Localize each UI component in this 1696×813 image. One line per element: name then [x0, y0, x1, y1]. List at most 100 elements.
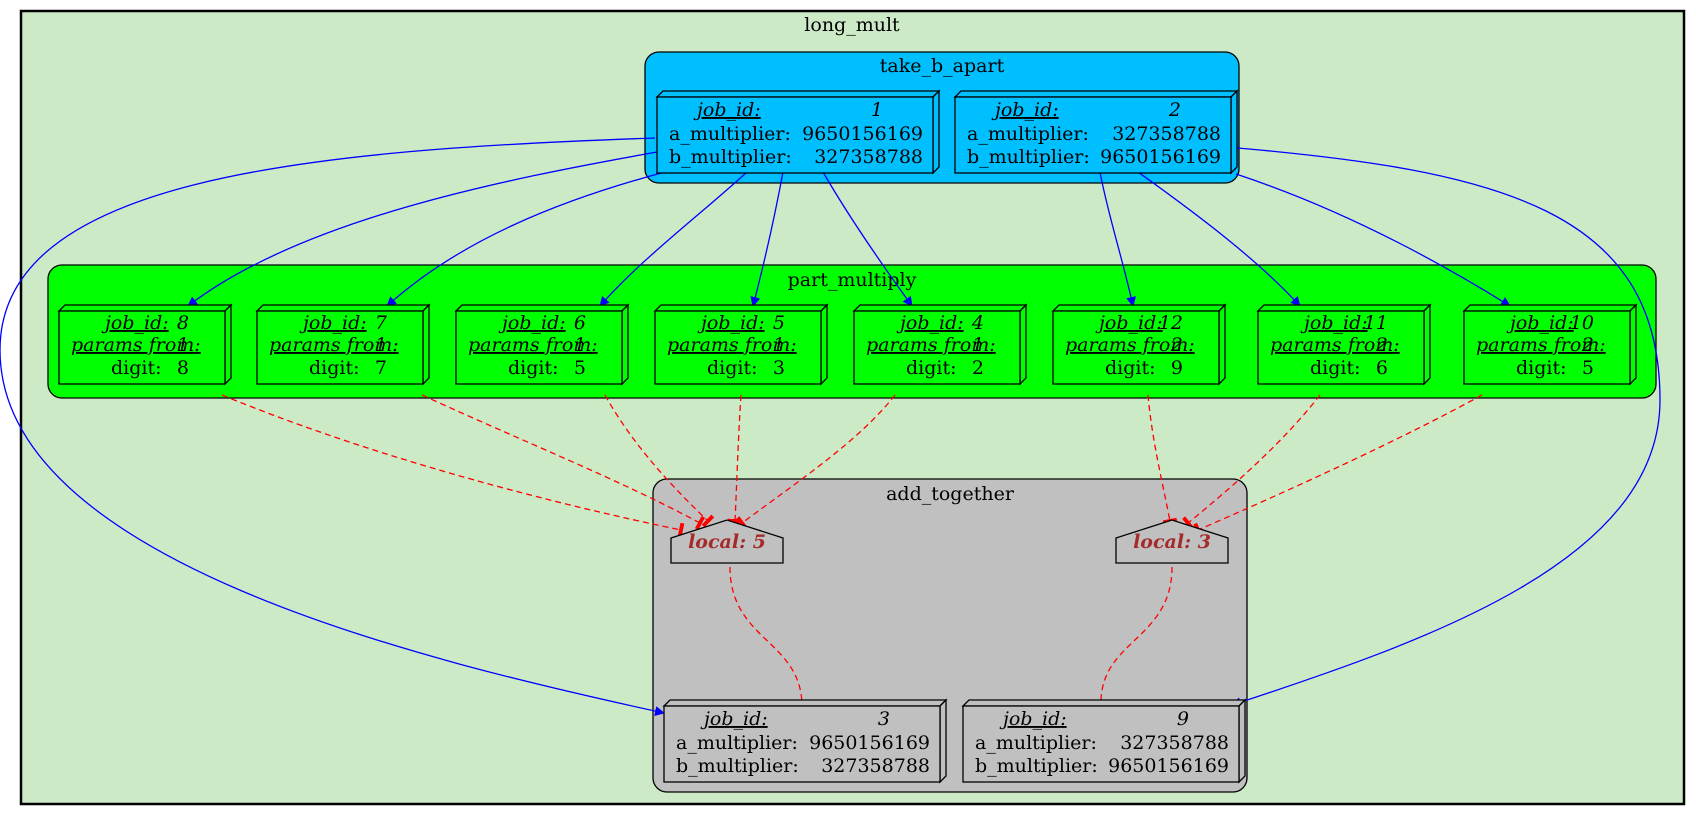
job-id-value: 3	[878, 708, 890, 730]
edge-7-to-local5	[421, 394, 706, 531]
params-from-value: 2	[1581, 334, 1594, 356]
digit-value: 3	[773, 357, 785, 379]
digit-value: 5	[1582, 357, 1594, 379]
job-id-label: job_id:	[896, 312, 964, 334]
job-id-label: job_id:	[1506, 312, 1574, 334]
edge-1-to-5	[750, 171, 784, 307]
edge-8-to-local5	[221, 394, 685, 538]
a-multiplier-value: 9650156169	[809, 732, 930, 754]
params-from-label: params from:	[468, 334, 598, 356]
params-from-value: 2	[1170, 334, 1183, 356]
digit-label: digit:	[309, 357, 360, 379]
a-multiplier-value: 327358788	[1112, 123, 1221, 145]
params-from-value: 1	[177, 334, 189, 356]
job-id-value: 11	[1364, 312, 1388, 334]
edge-12-to-local3	[1147, 394, 1178, 525]
b-multiplier-value: 9650156169	[1108, 755, 1229, 777]
job-id-value: 10	[1570, 312, 1594, 334]
digit-value: 2	[972, 357, 984, 379]
b-multiplier-value: 9650156169	[1100, 146, 1221, 168]
edge-2-to-10	[1235, 173, 1511, 307]
job-id-label: job_id:	[693, 99, 761, 121]
job-id-value: 12	[1159, 312, 1183, 334]
job-id-label: job_id:	[498, 312, 566, 334]
digit-value: 9	[1171, 357, 1183, 379]
edge-1-to-6	[599, 171, 748, 307]
edge-local5-to-3	[729, 566, 810, 707]
edge-2-to-11	[1137, 171, 1301, 307]
add-job-node-0: job_id: 3 a_multiplier: 9650156169 b_multipl…	[662, 698, 948, 784]
b-multiplier-label: b_multiplier:	[967, 146, 1090, 168]
edge-1-to-7	[386, 171, 666, 307]
job-id-value: 1	[871, 99, 883, 121]
digit-label: digit:	[1310, 357, 1361, 379]
add-together-nodes: job_id: 3 a_multiplier: 9650156169 b_multipl…	[662, 698, 1247, 784]
job-id-value: 8	[177, 312, 189, 334]
b-multiplier-label: b_multiplier:	[669, 146, 792, 168]
digit-label: digit:	[1105, 357, 1156, 379]
params-from-label: params from:	[1065, 334, 1195, 356]
params-from-value: 1	[574, 334, 586, 356]
digit-value: 5	[574, 357, 586, 379]
b-multiplier-label: b_multiplier:	[975, 755, 1098, 777]
digit-label: digit:	[111, 357, 162, 379]
take-b-apart-nodes: job_id: 1 a_multiplier: 9650156169 b_multipl…	[655, 89, 1239, 175]
b-multiplier-value: 327358788	[821, 755, 930, 777]
a-multiplier-label: a_multiplier:	[967, 123, 1089, 145]
local-node-0: local: 5	[670, 519, 784, 564]
a-multiplier-label: a_multiplier:	[975, 732, 1097, 754]
job-id-label: job_id:	[101, 312, 169, 334]
job-id-value: 6	[574, 312, 586, 334]
edge-2-to-9	[1225, 146, 1661, 707]
a-multiplier-value: 9650156169	[802, 123, 923, 145]
b-multiplier-label: b_multiplier:	[676, 755, 799, 777]
take-job-node-0: job_id: 1 a_multiplier: 9650156169 b_multipl…	[655, 89, 941, 175]
edge-local3-to-9	[1093, 566, 1173, 707]
job-id-label: job_id:	[1095, 312, 1163, 334]
edge-11-to-local3	[1182, 394, 1321, 530]
digit-value: 6	[1376, 357, 1388, 379]
job-id-label: job_id:	[991, 99, 1059, 121]
cluster-title-take-b-apart: take_b_apart	[880, 55, 1005, 77]
params-from-label: params from:	[1270, 334, 1400, 356]
digit-label: digit:	[508, 357, 559, 379]
job-id-value: 7	[375, 312, 388, 334]
params-from-label: params from:	[1476, 334, 1606, 356]
a-multiplier-label: a_multiplier:	[676, 732, 798, 754]
edge-6-to-local5	[604, 394, 715, 528]
job-id-label: job_id:	[999, 708, 1067, 730]
params-from-label: params from:	[667, 334, 797, 356]
params-from-value: 1	[773, 334, 785, 356]
job-id-label: job_id:	[1300, 312, 1368, 334]
params-from-label: params from:	[866, 334, 996, 356]
digit-label: digit:	[1516, 357, 1567, 379]
edges-layer	[0, 137, 1661, 716]
job-id-value: 5	[773, 312, 785, 334]
job-id-label: job_id:	[697, 312, 765, 334]
cluster-part-multiply: part_multiply	[47, 264, 1657, 399]
edge-4-to-local5	[736, 394, 896, 530]
digit-label: digit:	[906, 357, 957, 379]
job-id-label: job_id:	[700, 708, 768, 730]
params-from-value: 1	[972, 334, 984, 356]
local-node-1: local: 3	[1115, 519, 1229, 564]
edge-1-to-8	[187, 151, 658, 307]
add-job-node-1: job_id:9a_multiplier:327358788b_multipli…	[961, 698, 1247, 784]
edge-1-to-4	[822, 171, 913, 307]
job-id-value: 9	[1177, 708, 1189, 730]
a-multiplier-label: a_multiplier:	[669, 123, 791, 145]
job-id-value: 4	[971, 312, 984, 334]
take-job-node-1: job_id:2a_multiplier:327358788b_multipli…	[953, 89, 1239, 175]
edge-5-to-local5	[727, 394, 743, 524]
edge-10-to-local3	[1193, 394, 1483, 538]
